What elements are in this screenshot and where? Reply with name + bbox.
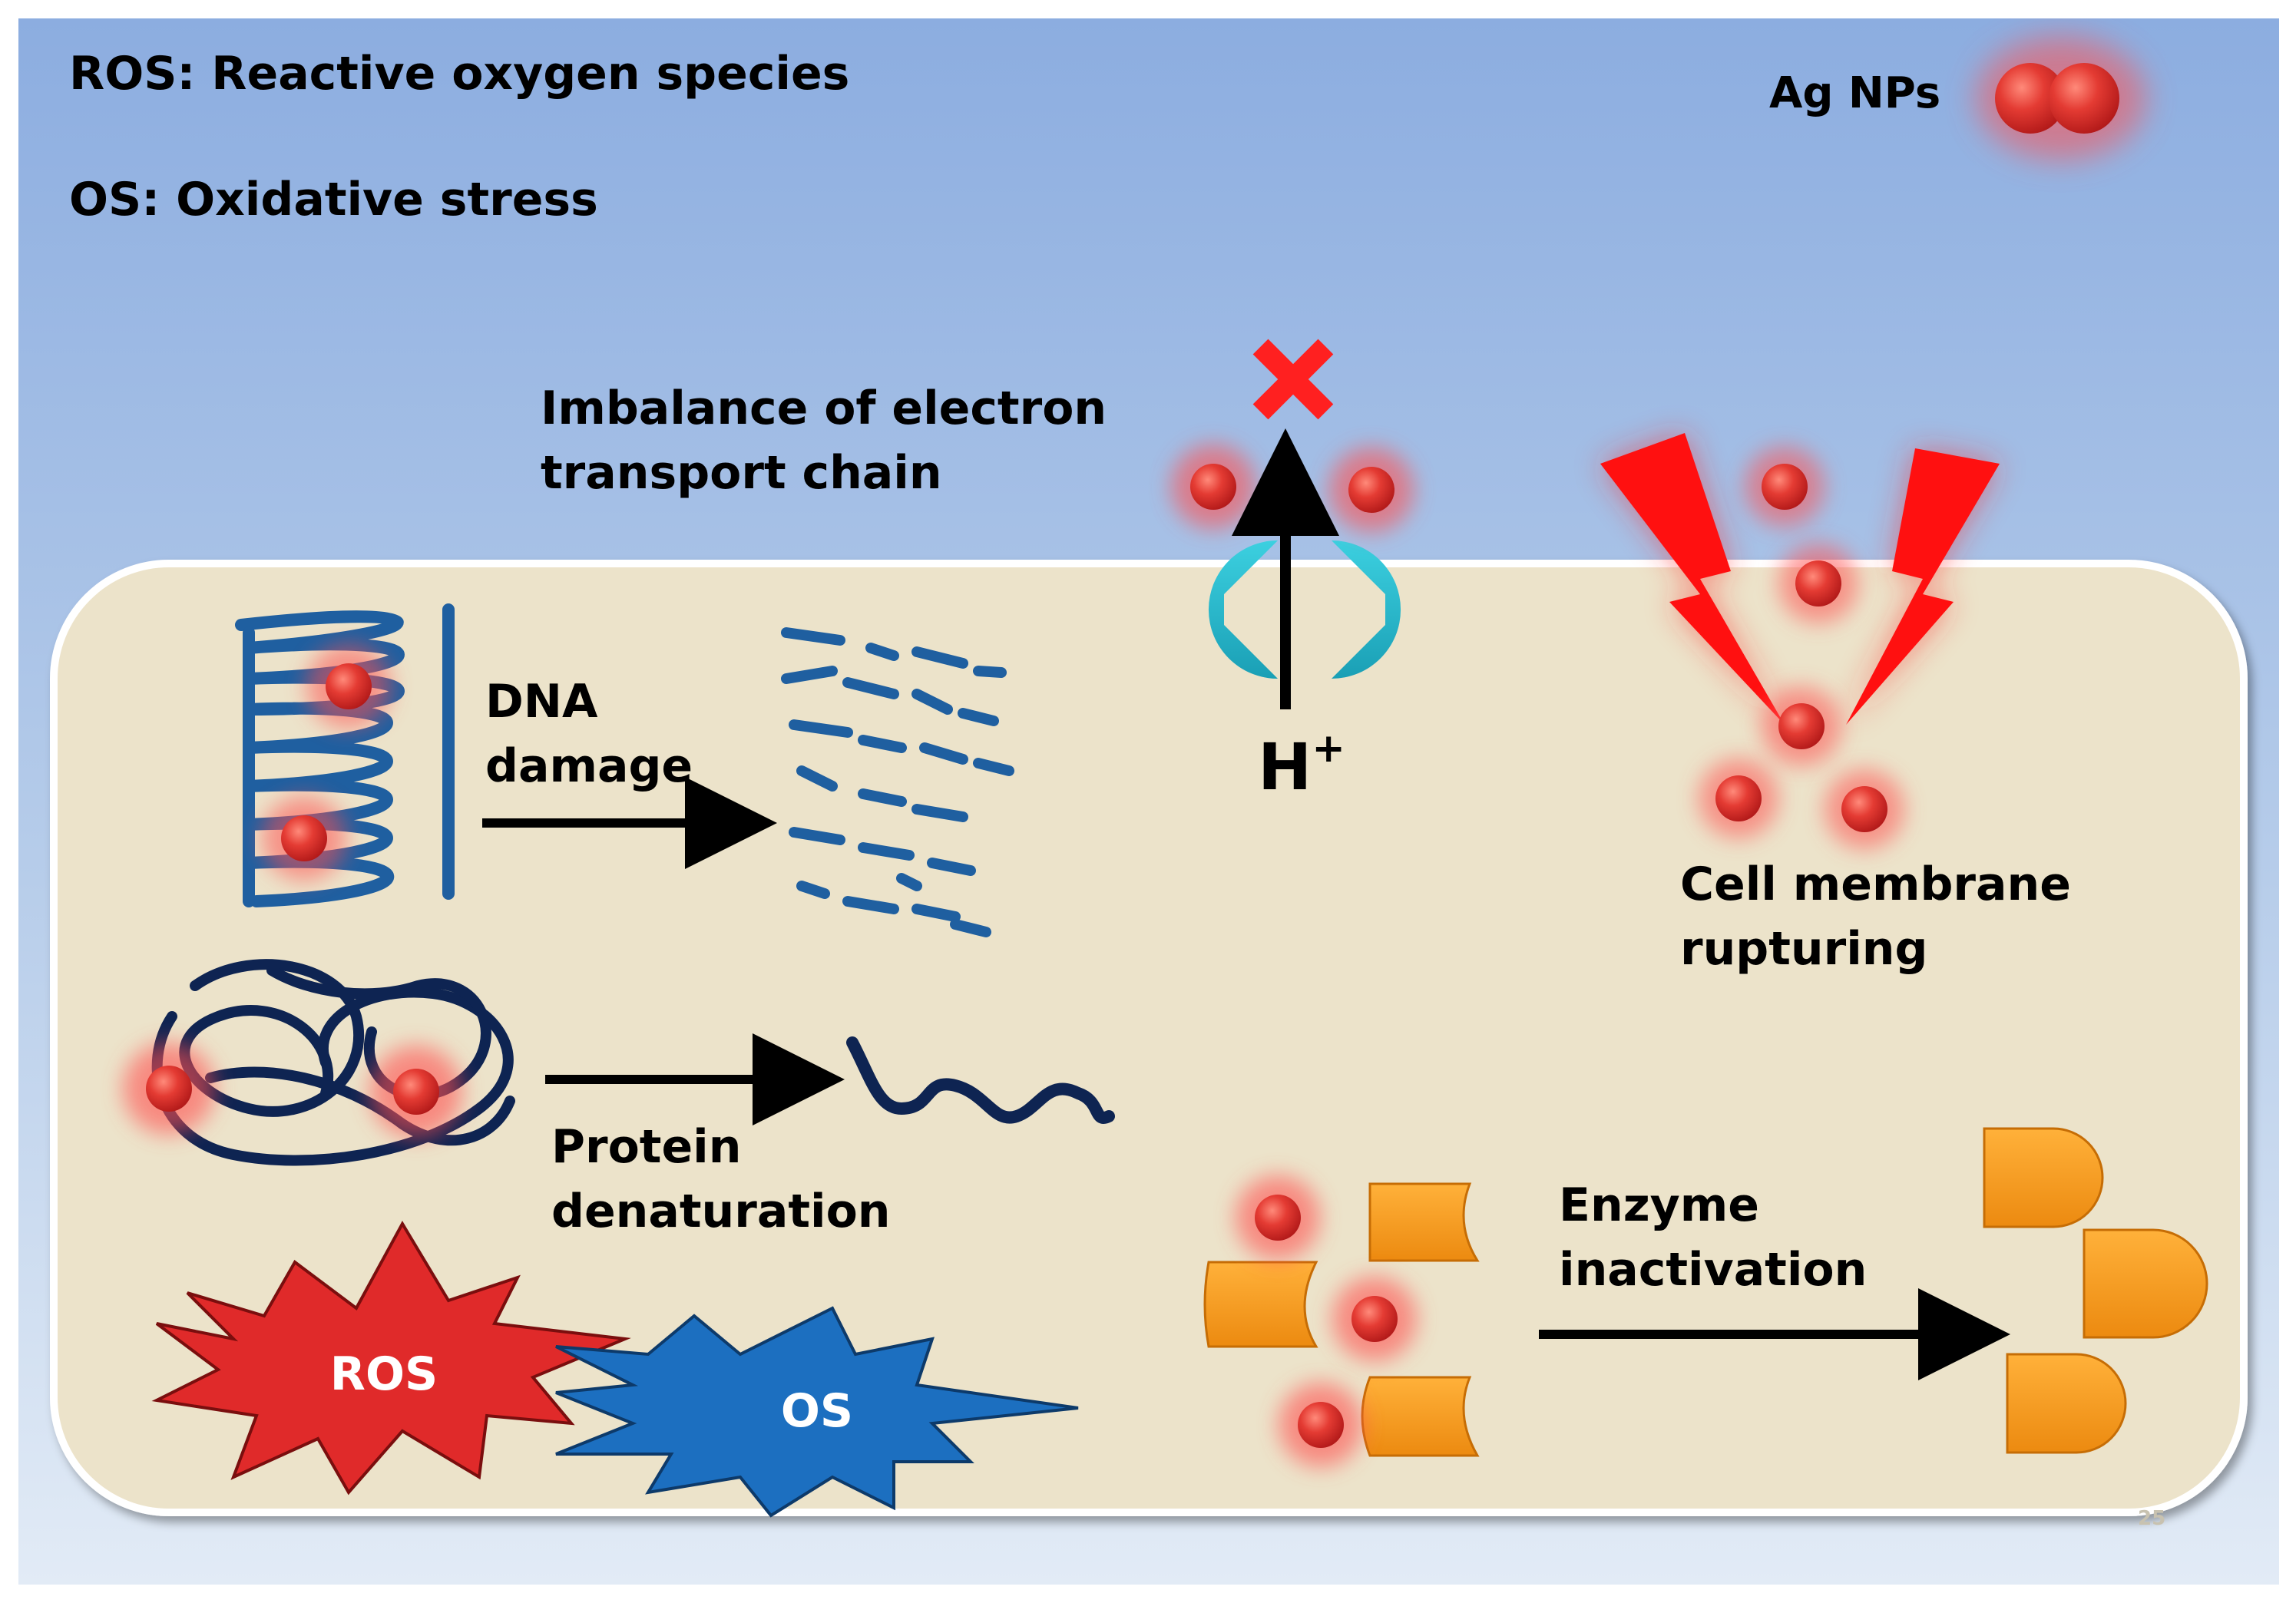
- enzyme-label-line2: inactivation: [1559, 1243, 1867, 1297]
- dna-nanoparticles: [262, 644, 391, 881]
- dna-label-line2: damage: [485, 739, 693, 793]
- ros-burst-label: ROS: [330, 1347, 438, 1401]
- diagram-svg: ROS: Reactive oxygen species OS: Oxidati…: [18, 18, 2279, 1585]
- ros-definition: ROS: Reactive oxygen species: [69, 47, 849, 101]
- proton-label: H+: [1258, 725, 1345, 805]
- etc-label-line1: Imbalance of electron: [541, 382, 1107, 435]
- os-definition: OS: Oxidative stress: [69, 173, 598, 226]
- dna-coil-icon: [235, 603, 455, 907]
- channel-protein-icon: [1208, 540, 1401, 679]
- enzyme-nanoparticles: [1236, 1175, 1417, 1467]
- ros-burst-icon: ROS: [151, 1220, 631, 1496]
- denatured-protein-icon: [846, 1036, 1115, 1124]
- enzyme-label-line1: Enzyme: [1559, 1178, 1759, 1232]
- os-burst-icon: OS: [555, 1306, 1079, 1518]
- dna-fragments-icon: [781, 627, 1014, 937]
- protein-label-line1: Protein: [551, 1120, 741, 1174]
- membrane-label-line1: Cell membrane: [1680, 858, 2071, 911]
- inactive-enzymes-icon: [1983, 1127, 2208, 1454]
- slide-number: 25: [2138, 1507, 2165, 1530]
- membrane-nanoparticles: [1699, 447, 1904, 849]
- dna-label-line1: DNA: [485, 675, 598, 729]
- enzyme-cluster-icon: [1203, 1182, 1480, 1457]
- diagram-canvas: ROS: Reactive oxygen species OS: Oxidati…: [18, 18, 2279, 1585]
- lightning-icon: [1600, 433, 2000, 725]
- etc-label-line2: transport chain: [541, 446, 942, 500]
- blocked-x-icon: [1252, 339, 1334, 420]
- os-burst-label: OS: [781, 1384, 853, 1438]
- protein-nanoparticles: [123, 1043, 462, 1138]
- ag-nps-legend-icon: [1977, 37, 2145, 160]
- membrane-label-line2: rupturing: [1680, 922, 1927, 976]
- cell-body: [50, 560, 2248, 1516]
- protein-label-line2: denaturation: [551, 1185, 891, 1238]
- ag-nps-label: Ag NPs: [1769, 68, 1940, 118]
